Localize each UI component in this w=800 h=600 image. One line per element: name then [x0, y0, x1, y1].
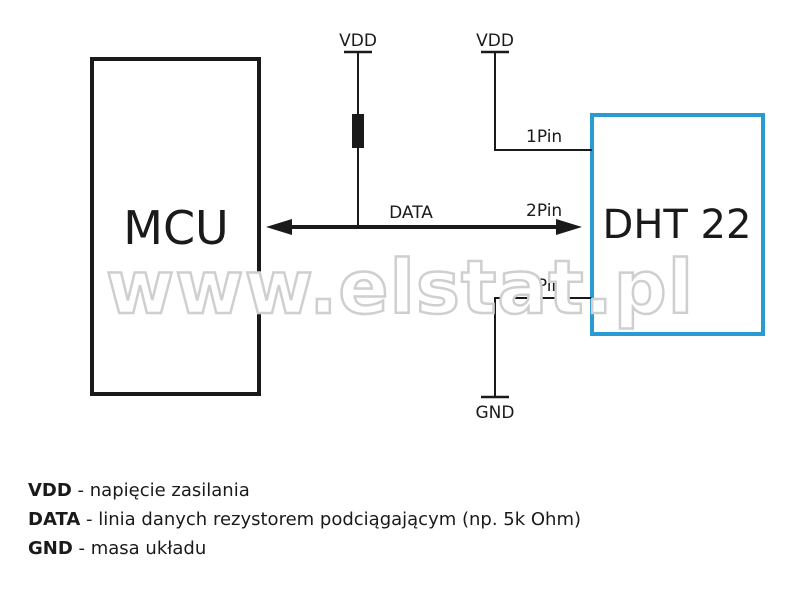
gnd-label: GND	[476, 403, 515, 423]
legend-row-data: DATA - linia danych rezystorem podciągaj…	[28, 505, 581, 534]
pullup-resistor	[352, 114, 364, 148]
legend-row-gnd: GND - masa układu	[28, 534, 581, 563]
legend-term: DATA	[28, 509, 81, 530]
legend: VDD - napięcie zasilania DATA - linia da…	[28, 476, 581, 563]
pin1-wire	[494, 52, 592, 151]
dht22-label: DHT 22	[603, 202, 752, 248]
pin1-label: 1Pin	[526, 127, 562, 147]
legend-term: VDD	[28, 480, 72, 501]
pin2-label: 2Pin	[526, 201, 562, 221]
legend-row-vdd: VDD - napięcie zasilania	[28, 476, 581, 505]
mcu-box	[90, 57, 261, 396]
legend-desc: - linia danych rezystorem podciągającym …	[80, 509, 582, 530]
vdd-label-pin1: VDD	[476, 31, 514, 51]
left-arrowhead	[266, 219, 292, 235]
legend-desc: - napięcie zasilania	[71, 480, 250, 501]
right-arrowhead	[556, 219, 582, 235]
vdd-label-resistor: VDD	[339, 31, 377, 51]
legend-term: GND	[28, 538, 73, 559]
data-label: DATA	[389, 203, 433, 223]
watermark: www.elstat.pl	[106, 245, 694, 331]
dht22-box	[590, 113, 765, 336]
legend-desc: - masa układu	[72, 538, 207, 559]
pin4-wire	[494, 297, 592, 397]
pin4-label: 4Pin	[526, 276, 562, 296]
mcu-label: MCU	[123, 201, 228, 255]
